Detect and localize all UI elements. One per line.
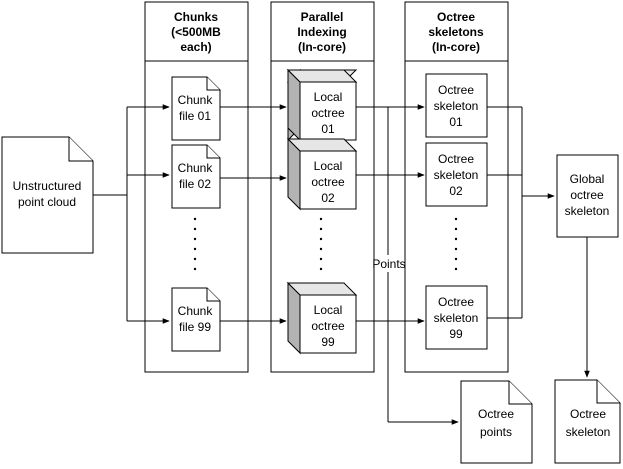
points-label: Points [372,257,405,271]
octree-skeleton-01-label-1: Octree [438,83,474,97]
octree-to-skeleton-arrows [356,104,425,324]
indexing-column-title-3: (In-core) [298,40,346,54]
chunk-ellipsis [193,217,197,271]
chunks-column-title-3: each) [180,40,211,54]
local-octree-99-label-1: Local [314,303,343,317]
skeletons-column-title-1: Octree [437,10,475,24]
skeletons-column-title-3: (In-core) [432,40,480,54]
octree-skeleton-01-label-2: skeleton [434,99,479,113]
octree-skeleton-99: Octree skeleton 99 [425,285,488,350]
octree-skeleton-02: Octree skeleton 02 [425,142,488,207]
merge-connectors [487,106,555,319]
points-connector [387,107,459,425]
octree-skeleton-99-label-1: Octree [438,295,474,309]
chunk-to-octree-arrows [220,104,287,324]
chunk-file-01-label-1: Chunk [178,93,214,107]
output-points-label-2: points [480,425,512,439]
local-octree-01: Local octree 01 [286,68,358,142]
output-skeleton-label-1: Octree [570,407,606,421]
input-document: Unstructured point cloud [1,136,94,254]
local-octree-99-label-2: octree [311,319,345,333]
output-octree-skeleton: Octree skeleton [554,379,621,464]
chunk-file-01-label-2: file 01 [179,109,211,123]
output-skeleton-label-2: skeleton [566,425,611,439]
global-label-3: skeleton [565,204,610,218]
global-octree-skeleton: Global octree skeleton [556,154,619,238]
global-label-2: octree [570,188,604,202]
indexing-column-title-1: Parallel [301,10,344,24]
local-octree-02-label-3: 02 [321,191,335,205]
chunk-file-02: Chunk file 02 [171,144,221,209]
chunk-file-99-label-1: Chunk [178,304,214,318]
octree-ellipsis [319,217,323,271]
octree-skeleton-02-label-2: skeleton [434,168,479,182]
chunk-file-99: Chunk file 99 [171,287,221,352]
chunks-column-title-2: (<500MB [171,25,221,39]
chunk-file-02-label-2: file 02 [179,177,211,191]
octree-skeleton-01-label-3: 01 [449,115,463,129]
local-octree-01-label-2: octree [311,106,345,120]
octree-skeleton-02-label-1: Octree [438,152,474,166]
skeleton-ellipsis [454,217,458,271]
global-label-1: Global [570,172,605,186]
input-label-2: point cloud [18,195,76,209]
octree-skeleton-99-label-2: skeleton [434,311,479,325]
local-octree-02-label-1: Local [314,159,343,173]
octree-skeleton-99-label-3: 99 [449,327,463,341]
local-octree-99-label-3: 99 [321,335,335,349]
local-octree-01-label-3: 01 [321,122,335,136]
output-points-label-1: Octree [478,407,514,421]
split-connectors [93,104,170,324]
input-label-1: Unstructured [13,179,82,193]
indexing-column-title-2: Indexing [297,25,346,39]
chunk-file-01: Chunk file 01 [171,76,221,141]
local-octree-02: Local octree 02 [286,137,358,211]
local-octree-01-label-1: Local [314,90,343,104]
chunk-file-02-label-1: Chunk [178,161,214,175]
chunk-file-99-label-2: file 99 [179,320,211,334]
local-octree-02-label-2: octree [311,175,345,189]
octree-skeleton-01: Octree skeleton 01 [425,73,488,138]
skeletons-column: Octree skeletons (In-core) [404,1,509,373]
octree-skeleton-02-label-3: 02 [449,184,463,198]
chunks-column-title-1: Chunks [174,10,218,24]
skeletons-column-title-2: skeletons [428,25,484,39]
local-octree-99: Local octree 99 [286,281,358,355]
output-octree-points: Octree points [460,380,533,464]
